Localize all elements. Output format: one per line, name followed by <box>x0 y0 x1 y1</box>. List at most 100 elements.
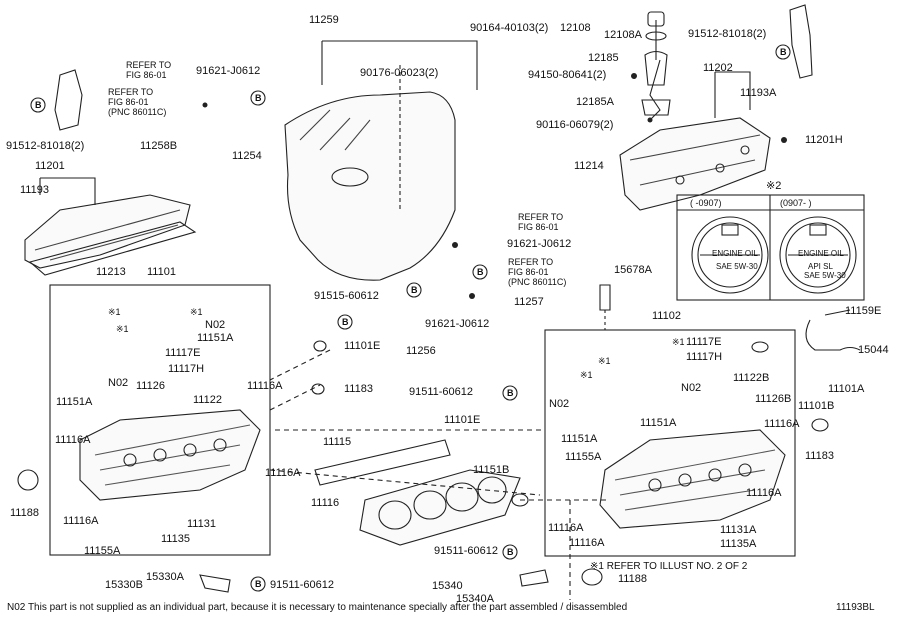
part-11193A[interactable]: 11193A <box>740 87 777 99</box>
part-11201H[interactable]: 11201H <box>805 134 843 146</box>
part-11135A[interactable]: 11135A <box>720 538 757 550</box>
part-11201[interactable]: 11201 <box>35 160 65 172</box>
part-11151B[interactable]: 11151B <box>473 464 510 476</box>
part-11116A-left-d[interactable]: 11116A <box>63 515 99 527</box>
b-marker: B <box>255 579 262 589</box>
part-11101[interactable]: 11101 <box>147 266 176 278</box>
b-marker: B <box>507 547 514 557</box>
part-11116A-left-a[interactable]: 11116A <box>247 380 283 392</box>
part-11188-right[interactable]: 11188 <box>618 573 647 585</box>
part-11256[interactable]: 11256 <box>406 345 436 357</box>
refer-fig-3-line2[interactable]: FIG 86-01 <box>518 222 559 232</box>
part-11117H-left[interactable]: 11117H <box>168 363 205 375</box>
part-N02-left-b[interactable]: N02 <box>108 377 129 389</box>
part-11258B[interactable]: 11258B <box>140 140 178 152</box>
refer-fig-2-line2[interactable]: FIG 86-01 <box>108 97 149 107</box>
oil-cap-1-text: ENGINE OIL <box>712 249 758 258</box>
part-11116A-left-b[interactable]: 11116A <box>55 434 91 446</box>
part-11116A-right-b[interactable]: 11116A <box>746 487 782 499</box>
part-11257[interactable]: 11257 <box>514 296 544 308</box>
part-91512-81018-left[interactable]: 91512-81018(2) <box>6 140 85 152</box>
part-12108A[interactable]: 12108A <box>604 29 642 41</box>
part-15340A[interactable]: 15340A <box>456 593 494 605</box>
star-note-3: ※1 <box>190 307 203 317</box>
part-11126-left[interactable]: 11126 <box>136 380 165 392</box>
part-11151A-left-b[interactable]: 11151A <box>56 396 93 408</box>
part-11117E-right[interactable]: 11117E <box>686 336 722 348</box>
part-15330B[interactable]: 15330B <box>105 579 143 591</box>
part-12185A[interactable]: 12185A <box>576 96 614 108</box>
part-11259[interactable]: 11259 <box>309 14 339 26</box>
part-91512-81018-right[interactable]: 91512-81018(2) <box>688 28 767 40</box>
part-15330A[interactable]: 15330A <box>146 571 184 583</box>
part-11151A-right-a[interactable]: 11151A <box>640 417 677 429</box>
part-11116A-right-d[interactable]: 11116A <box>569 537 605 549</box>
star-note-5: ※1 <box>580 370 593 380</box>
part-90176-06023[interactable]: 90176-06023(2) <box>360 67 439 79</box>
part-11213[interactable]: 11213 <box>96 266 126 278</box>
star-note-6: ※1 <box>672 337 685 347</box>
part-11254[interactable]: 11254 <box>232 150 262 162</box>
part-11135[interactable]: 11135 <box>161 533 190 545</box>
part-11126B[interactable]: 11126B <box>755 393 792 405</box>
part-12108[interactable]: 12108 <box>560 22 591 34</box>
part-11131A[interactable]: 11131A <box>720 524 757 536</box>
part-91511-60612-bot[interactable]: 91511-60612 <box>434 545 499 557</box>
part-11183-right[interactable]: 11183 <box>805 450 834 462</box>
part-91621-J0612-top[interactable]: 91621-J0612 <box>196 65 261 77</box>
part-N02-right-a[interactable]: N02 <box>681 382 702 394</box>
part-11102[interactable]: 11102 <box>652 310 681 322</box>
part-11101E-left[interactable]: 11101E <box>344 340 381 352</box>
part-11101A[interactable]: 11101A <box>828 383 865 395</box>
part-11101E-right[interactable]: 11101E <box>444 414 481 426</box>
engine-cover-drawing <box>284 91 456 281</box>
part-91511-60612-mid[interactable]: 91511-60612 <box>409 386 474 398</box>
part-11117H-right[interactable]: 11117H <box>686 351 723 363</box>
part-15678A[interactable]: 15678A <box>614 264 652 276</box>
part-11101B[interactable]: 11101B <box>798 400 835 412</box>
part-11193[interactable]: 11193 <box>20 184 49 196</box>
part-11214[interactable]: 11214 <box>574 160 604 172</box>
diagram-id: 11193BL <box>836 602 875 613</box>
part-11155A-right[interactable]: 11155A <box>565 451 602 463</box>
part-11155A-left[interactable]: 11155A <box>84 545 121 557</box>
refer-fig-1-line2[interactable]: FIG 86-01 <box>126 70 167 80</box>
part-11159E[interactable]: 11159E <box>845 305 882 317</box>
oil-cap-2-sub2: SAE 5W-30 <box>804 271 846 280</box>
left-head-box <box>49 284 271 556</box>
part-91511-60612-left[interactable]: 91511-60612 <box>270 579 335 591</box>
part-11202[interactable]: 11202 <box>703 62 733 74</box>
part-11188-left[interactable]: 11188 <box>10 507 39 519</box>
part-15044[interactable]: 15044 <box>858 344 889 356</box>
part-11116[interactable]: 11116 <box>311 497 340 509</box>
part-11116A-right-a[interactable]: 11116A <box>764 418 800 430</box>
part-11151A-left-a[interactable]: 11151A <box>197 332 234 344</box>
star-note-text: ※1 REFER TO ILLUST NO. 2 OF 2 <box>590 561 748 572</box>
part-11151A-right-b[interactable]: 11151A <box>561 433 598 445</box>
part-12185[interactable]: 12185 <box>588 52 619 64</box>
part-91515-60612[interactable]: 91515-60612 <box>314 290 379 302</box>
part-91621-J0612-mid[interactable]: 91621-J0612 <box>507 238 572 250</box>
part-90164-40103[interactable]: 90164-40103(2) <box>470 22 549 34</box>
part-11115[interactable]: 11115 <box>323 436 352 448</box>
part-94150-80641[interactable]: 94150-80641(2) <box>528 69 607 81</box>
part-11116A-left-c[interactable]: 11116A <box>265 467 301 479</box>
part-15340[interactable]: 15340 <box>432 580 463 592</box>
part-11183-left[interactable]: 11183 <box>344 383 373 395</box>
part-N02-right-b[interactable]: N02 <box>549 398 570 410</box>
part-11131[interactable]: 11131 <box>187 518 216 530</box>
legend-marker: ※2 <box>766 180 782 192</box>
part-11122-left[interactable]: 11122 <box>193 394 222 406</box>
part-91621-J0612-low[interactable]: 91621-J0612 <box>425 318 490 330</box>
star-note-2: ※1 <box>116 324 129 334</box>
part-90116-06079[interactable]: 90116-06079(2) <box>536 119 614 131</box>
legend-col2: (0907- ) <box>780 198 812 208</box>
part-11122B[interactable]: 11122B <box>733 372 770 384</box>
b-marker: B <box>507 388 514 398</box>
refer-fig-4-line2[interactable]: FIG 86-01 <box>508 267 549 277</box>
part-11116A-right-c[interactable]: 11116A <box>548 522 584 534</box>
oil-cap-2-sub1: API SL <box>808 262 833 271</box>
part-11117E-left[interactable]: 11117E <box>165 347 201 359</box>
part-N02-left-a[interactable]: N02 <box>205 319 226 331</box>
